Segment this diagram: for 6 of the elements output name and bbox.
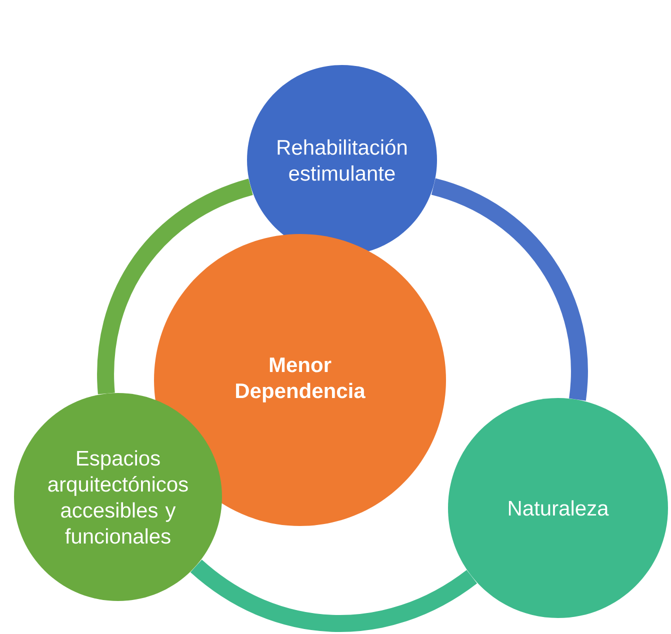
circle-node: Naturaleza <box>448 398 668 618</box>
circle-node: Rehabilitación estimulante <box>247 65 437 255</box>
ring-arc <box>430 178 588 400</box>
ring-arc <box>97 178 254 394</box>
ring-arc <box>190 559 477 632</box>
circle-node: Espacios arquitectónicos accesibles y funcionales <box>14 393 222 601</box>
